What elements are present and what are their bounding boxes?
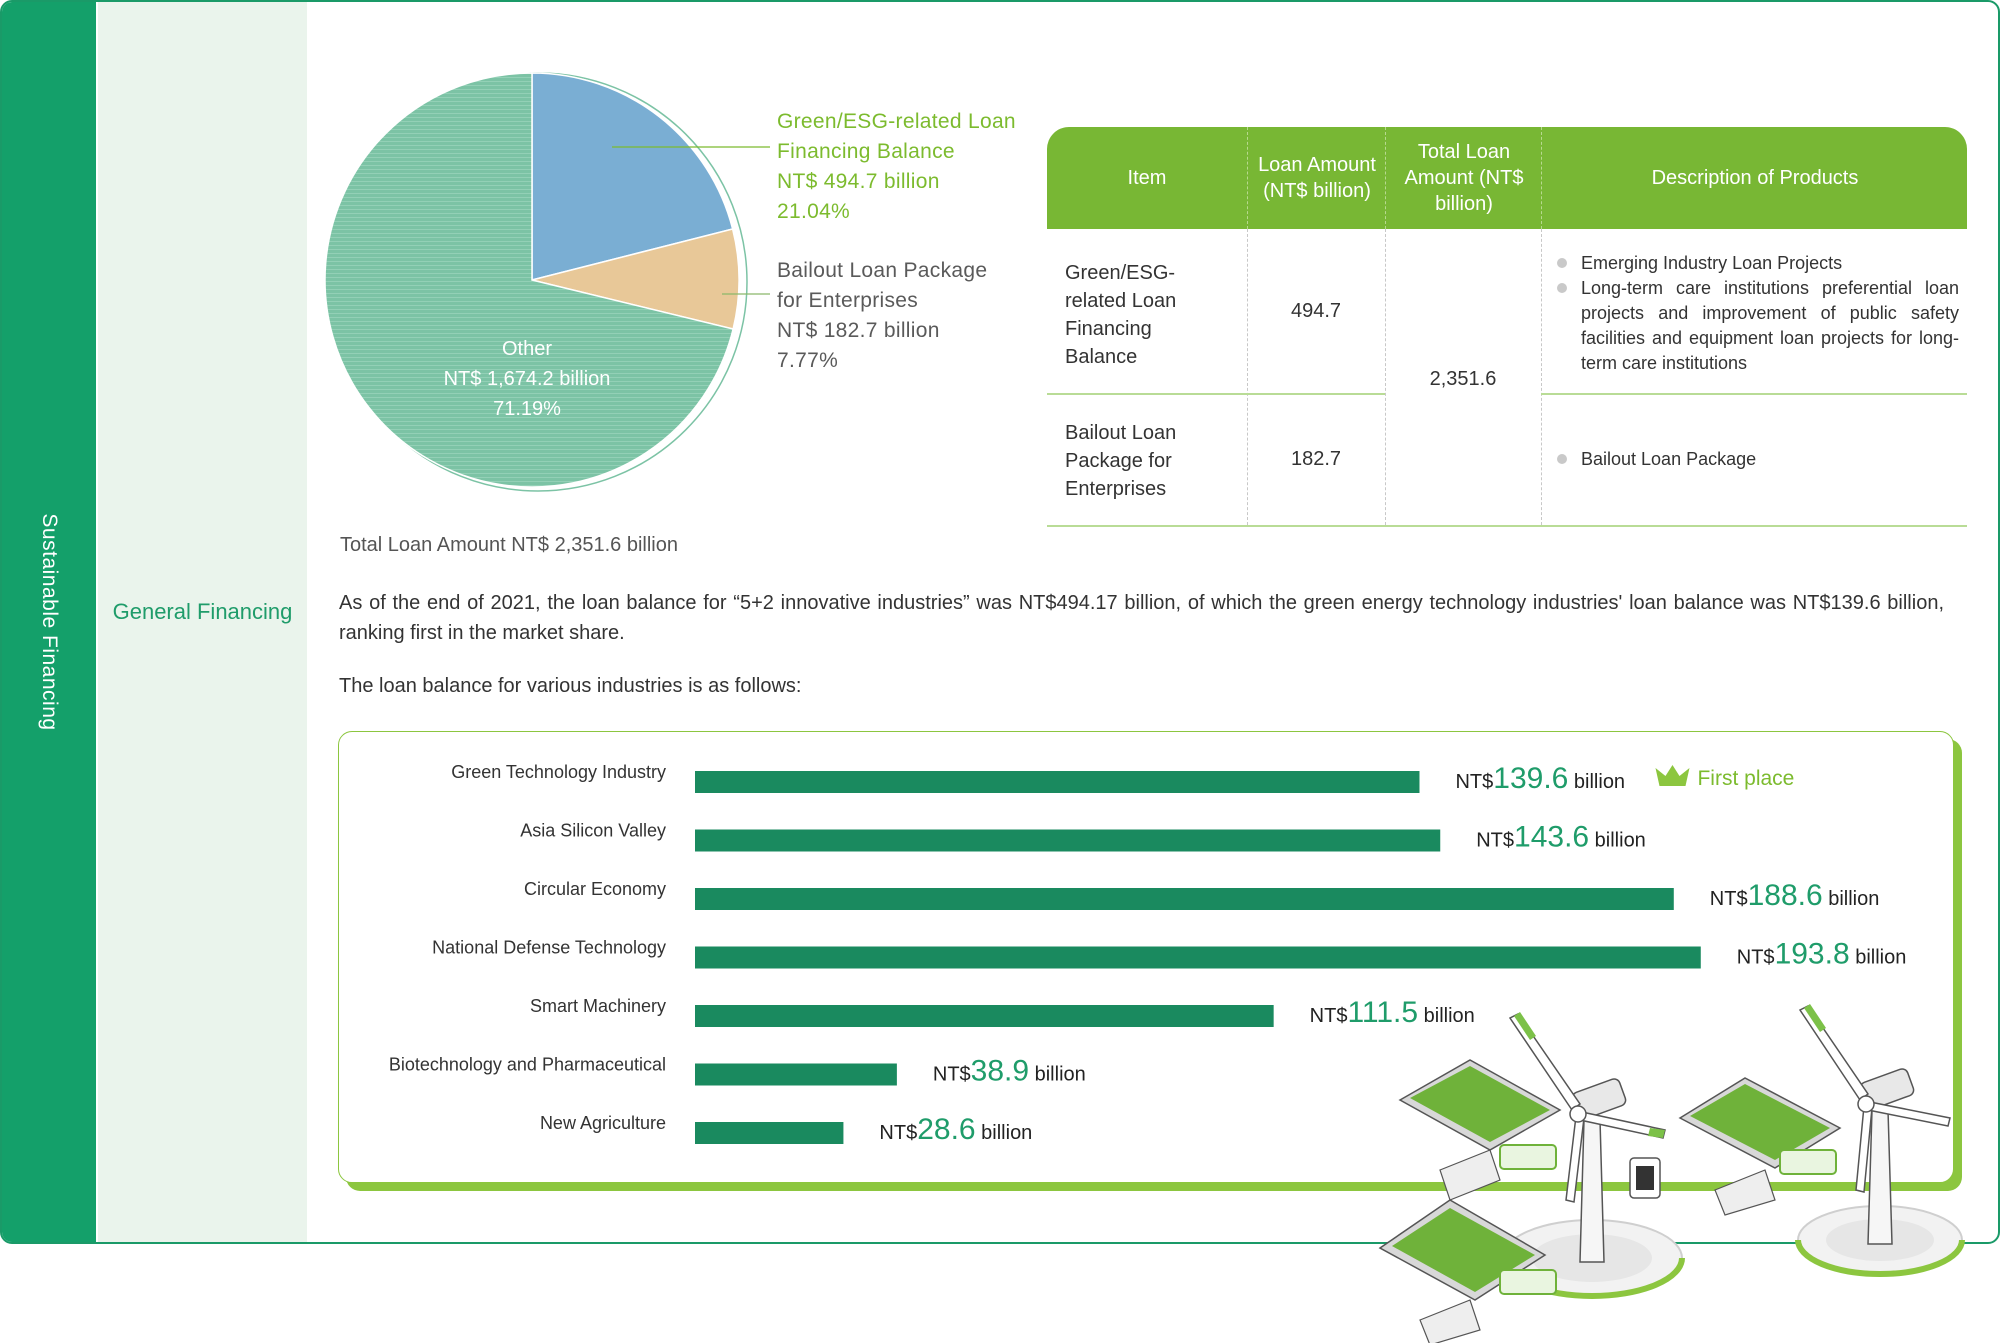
pie-label-other: Other NT$ 1,674.2 billion 71.19% [443,338,611,420]
row-divider [1047,393,1385,395]
table-bottom-line [1047,525,1967,527]
total-loan-value: 2,351.6 [1429,368,1497,390]
pie-chart [324,72,770,492]
page-frame: Sustainable Financing General Financing … [0,0,2000,1244]
total-loan-label: Total Loan Amount NT$ 2,351.6 billion [340,534,678,556]
summary-paragraph: As of the end of 2021, the loan balance … [339,592,1944,644]
row1-item: Green/ESG-related Loan Financing Balance [1065,262,1177,368]
divider [1385,229,1386,525]
header-item: Item [1127,167,1167,189]
intro-paragraph: The loan balance for various industries … [339,675,802,697]
header-total-loan: Total Loan Amount (NT$ billion) [1385,127,1542,229]
list-item: Emerging Industry Loan Projects [1555,251,1959,276]
list-item: Long-term care institutions preferential… [1555,276,1959,376]
subsection-column: General Financing [98,2,307,1242]
row2-amount: 182.7 [1290,448,1342,470]
row1-amount: 494.7 [1290,300,1342,322]
subsection-label: General Financing [112,599,293,624]
header-description: Description of Products [1541,127,1968,229]
divider [1541,229,1542,525]
bar-chart-panel [338,731,1954,1183]
table-header: Item Loan Amount (NT$ billion) Total Loa… [1047,127,1967,229]
pie-label-bailout: Bailout Loan Package for Enterprises NT$… [777,259,988,372]
row-divider [1541,393,1967,395]
list-item: Bailout Loan Package [1555,447,1959,472]
pie-slice-bailout [531,228,740,330]
row2-description: Bailout Loan Package [1555,447,1959,472]
row2-item: Bailout Loan Package for Enterprises [1065,422,1177,500]
pie-slice-other [324,72,735,488]
section-label: Sustainable Financing [38,513,61,731]
divider [1247,229,1248,525]
header-loan-amount: Loan Amount (NT$ billion) [1247,127,1386,229]
section-sidebar: Sustainable Financing [2,2,96,1242]
pie-label-green-esg: Green/ESG-related Loan Financing Balance… [777,110,1016,223]
table-body: Green/ESG-related Loan Financing Balance… [1047,229,1967,527]
pie-slice-green-esg [531,72,734,281]
row1-description: Emerging Industry Loan Projects Long-ter… [1555,251,1959,376]
